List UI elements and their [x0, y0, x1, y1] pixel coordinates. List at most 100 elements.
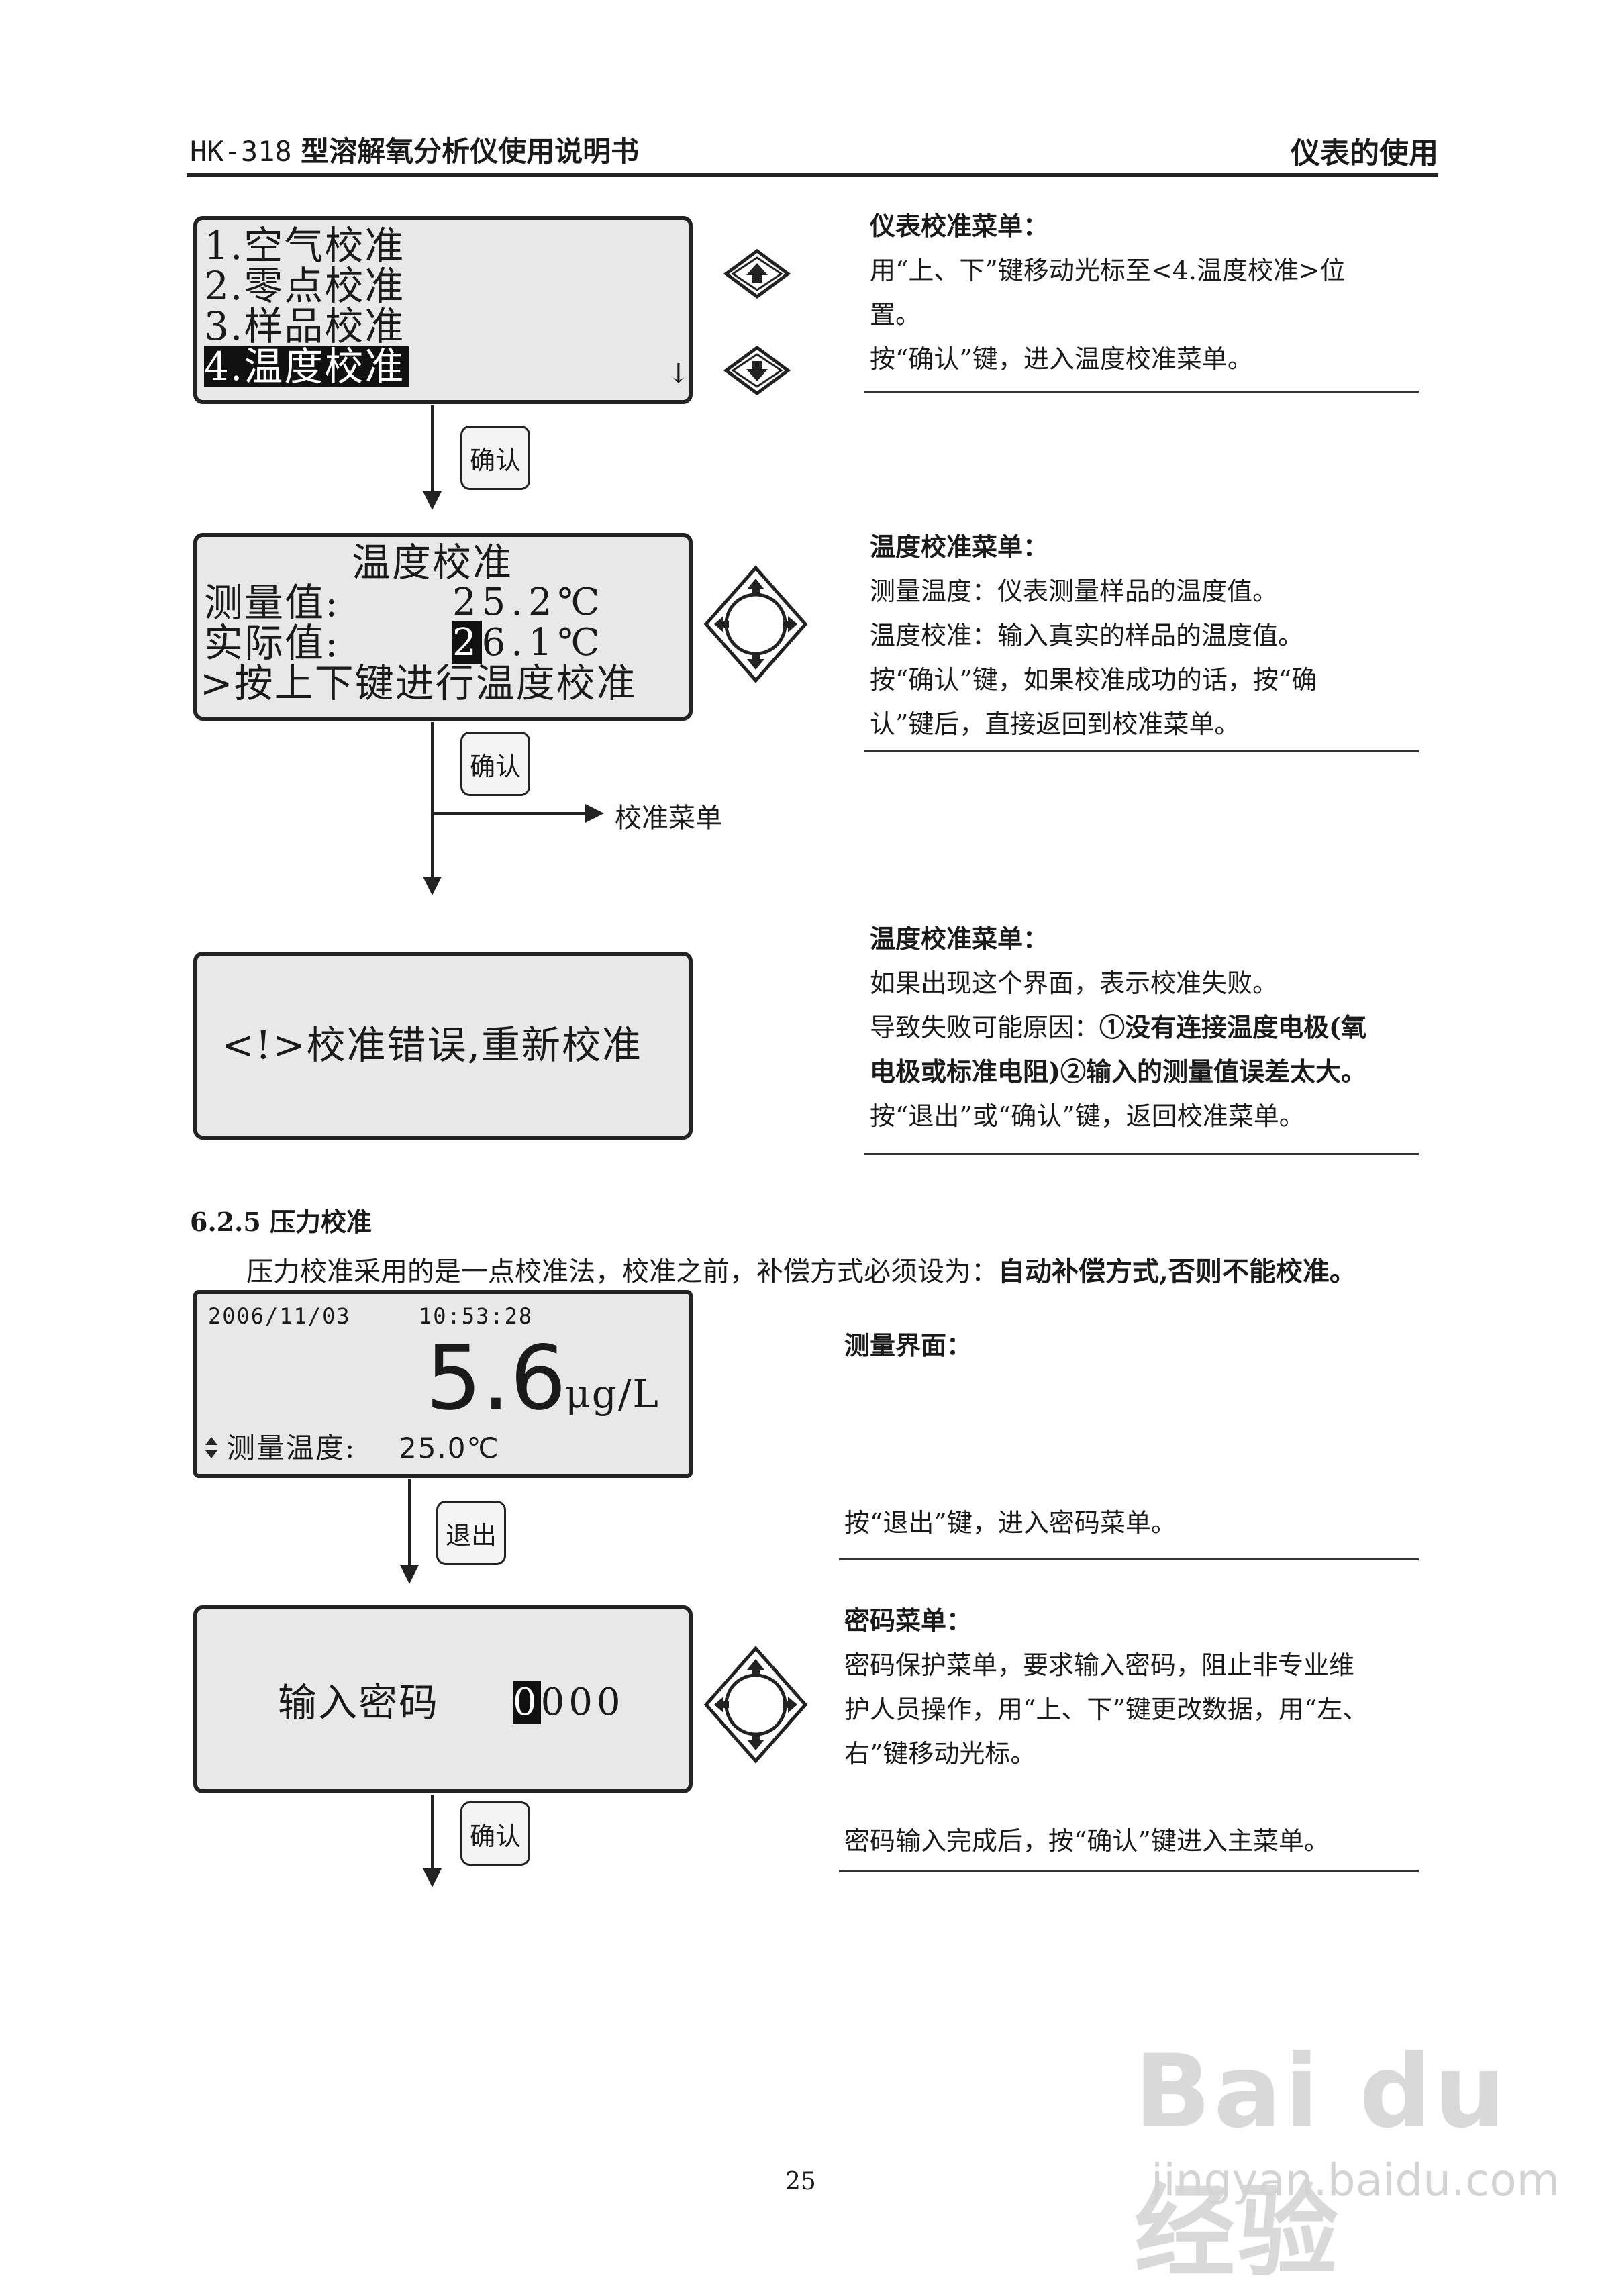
- menu-item-sample-calibration: 3.样品校准: [204, 303, 405, 349]
- watermark-brand: Bai du 经验: [1134, 2034, 1509, 2291]
- section-intro: 压力校准采用的是一点校准法，校准之前，补偿方式必须设为：自动补偿方式,否则不能校…: [246, 1250, 1356, 1289]
- description-heading: 温度校准菜单：: [870, 532, 1049, 562]
- description-line: 按“确认”键，进入温度校准菜单。: [870, 344, 1253, 374]
- lcd-password-screen: 输入密码 0000: [193, 1605, 693, 1793]
- description-line: 按“退出”键，进入密码菜单。: [844, 1508, 1177, 1538]
- description-line: 右”键移动光标。: [844, 1739, 1036, 1768]
- actual-value: 26.1℃: [452, 621, 605, 664]
- password-label: 输入密码: [278, 1680, 440, 1726]
- confirm-key-label: 确认: [469, 751, 521, 781]
- password-rest-digits: 000: [540, 1681, 625, 1724]
- up-key-icon: [723, 248, 791, 299]
- description-calibration-error: 温度校准菜单： 如果出现这个界面，表示校准失败。 导致失败可能原因：①没有连接温…: [870, 917, 1427, 1138]
- actual-value-cursor: 2: [452, 621, 482, 664]
- description-password-menu: 密码菜单： 密码保护菜单，要求输入密码，阻止非专业维 护人员操作，用“上、下”键…: [844, 1599, 1421, 1776]
- measured-value: 25.2℃: [452, 581, 605, 624]
- manual-title: 型溶解氧分析仪使用说明书: [301, 135, 640, 168]
- measurement-unit: μg/L: [565, 1371, 660, 1417]
- flow-arrow-line: [431, 405, 434, 493]
- description-emphasis: ①没有连接温度电极(氧: [1099, 1012, 1366, 1042]
- menu-item-temperature-calibration-selected: 4.温度校准: [204, 346, 409, 387]
- temperature-value: 25.0℃: [399, 1432, 500, 1464]
- watermark-url: jingyan.baidu.com: [1151, 2154, 1560, 2206]
- model-number: HK-318: [190, 135, 292, 168]
- document-header-left: HK-318 型溶解氧分析仪使用说明书: [190, 129, 639, 170]
- section-heading: 6.2.5 压力校准: [190, 1201, 372, 1238]
- branch-arrow-head: [585, 804, 604, 823]
- lcd-measurement-screen: 2006/11/03 10:53:28 5.6 μg/L 测量温度: 25.0℃: [193, 1290, 693, 1478]
- confirm-key-button: 确认: [460, 426, 536, 496]
- description-line: 认”键后，直接返回到校准菜单。: [870, 709, 1240, 739]
- description-line: 置。: [870, 300, 921, 330]
- lcd-calibration-error: <!>校准错误,重新校准: [193, 952, 693, 1140]
- section-title: 压力校准: [270, 1207, 372, 1237]
- flow-arrow-head: [423, 491, 442, 510]
- description-password-finish: 密码输入完成后，按“确认”键进入主菜单。: [844, 1819, 1421, 1863]
- down-key-icon: [723, 345, 791, 396]
- header-rule: [187, 173, 1438, 177]
- chapter-title: 仪表的使用: [1291, 136, 1438, 170]
- description-heading: 密码菜单：: [844, 1605, 972, 1636]
- four-direction-keys-icon: [703, 1646, 808, 1764]
- description-line: 按“退出”或“确认”键，返回校准菜单。: [870, 1101, 1305, 1131]
- description-line: 按“确认”键，如果校准成功的话，按“确: [870, 665, 1317, 695]
- confirm-key-button: 确认: [460, 732, 536, 802]
- description-heading: 仪表校准菜单：: [870, 211, 1049, 241]
- flow-arrow-head: [423, 1868, 442, 1887]
- flow-arrow-head: [423, 877, 442, 895]
- description-line: 测量温度：仪表测量样品的温度值。: [870, 577, 1279, 606]
- scroll-down-indicator-icon: ↓: [667, 358, 691, 389]
- menu-item-zero-calibration: 2.零点校准: [204, 263, 405, 309]
- exit-key-label: 退出: [445, 1520, 497, 1550]
- page-number: 25: [785, 2168, 816, 2195]
- description-line: 如果出现这个界面，表示校准失败。: [870, 968, 1279, 998]
- description-calibration-menu: 仪表校准菜单： 用“上、下”键移动光标至<4.温度校准>位 置。 按“确认”键，…: [870, 204, 1427, 381]
- description-line: 温度校准：输入真实的样品的温度值。: [870, 621, 1304, 650]
- description-rule: [864, 391, 1419, 393]
- menu-item-air-calibration: 1.空气校准: [204, 223, 405, 268]
- actual-value-rest: 6.1℃: [481, 621, 605, 664]
- description-line: 密码输入完成后，按“确认”键进入主菜单。: [844, 1826, 1330, 1856]
- description-line: 导致失败可能原因：①没有连接温度电极(氧: [870, 1005, 1427, 1050]
- date-readout: 2006/11/03: [208, 1303, 351, 1329]
- description-line: 密码保护菜单，要求输入密码，阻止非专业维: [844, 1650, 1355, 1680]
- description-line: 用“上、下”键移动光标至<4.温度校准>位: [870, 256, 1346, 285]
- intro-text: 压力校准采用的是一点校准法，校准之前，补偿方式必须设为：: [246, 1256, 998, 1287]
- description-rule: [864, 750, 1419, 752]
- description-text: 导致失败可能原因：: [870, 1013, 1100, 1042]
- lcd-temperature-calibration: 温度校准 测量值: 25.2℃ 实际值: 26.1℃ >按上下键进行温度校准: [193, 533, 693, 721]
- description-rule: [839, 1558, 1419, 1560]
- confirm-key-label: 确认: [469, 1821, 521, 1851]
- description-line: 护人员操作，用“上、下”键更改数据，用“左、: [844, 1695, 1368, 1724]
- description-rule: [839, 1870, 1419, 1872]
- lcd-calibration-menu: 1.空气校准 2.零点校准 3.样品校准 4.温度校准 ↓: [193, 216, 693, 404]
- description-measurement-action: 按“退出”键，进入密码菜单。: [844, 1501, 1421, 1545]
- description-heading: 测量界面：: [844, 1330, 972, 1360]
- description-temperature-calibration: 温度校准菜单： 测量温度：仪表测量样品的温度值。 温度校准：输入真实的样品的温度…: [870, 525, 1427, 746]
- error-message: <!>校准错误,重新校准: [221, 1022, 642, 1068]
- branch-arrow-line: [431, 812, 587, 815]
- description-measurement-screen: 测量界面：: [844, 1324, 1421, 1368]
- exit-key-button: 退出: [436, 1501, 512, 1571]
- time-readout: 10:53:28: [419, 1303, 534, 1329]
- measurement-value: 5.6: [426, 1327, 566, 1430]
- flow-arrow-line: [408, 1479, 411, 1566]
- flow-arrow-line: [431, 1795, 434, 1870]
- description-emphasis: 电极或标准电阻)②输入的测量值误差太大。: [870, 1056, 1366, 1087]
- actual-value-label: 实际值:: [204, 620, 340, 666]
- four-direction-keys-icon: [703, 565, 808, 683]
- lcd-title: 温度校准: [352, 540, 513, 585]
- measured-value-label: 测量值:: [204, 580, 340, 626]
- confirm-key-label: 确认: [469, 445, 521, 475]
- confirm-key-button: 确认: [460, 1801, 536, 1872]
- section-number: 6.2.5: [190, 1207, 261, 1237]
- description-heading: 温度校准菜单：: [870, 924, 1049, 954]
- password-digits: 0000: [513, 1679, 625, 1726]
- flow-arrow-head: [400, 1565, 419, 1584]
- intro-emphasis: 自动补偿方式,否则不能校准。: [998, 1256, 1356, 1287]
- up-down-arrows-icon: [204, 1435, 219, 1460]
- temperature-label: 测量温度:: [227, 1432, 356, 1464]
- up-down-arrows-icon: [205, 1437, 217, 1458]
- flow-arrow-line: [431, 722, 434, 878]
- description-rule: [864, 1153, 1419, 1155]
